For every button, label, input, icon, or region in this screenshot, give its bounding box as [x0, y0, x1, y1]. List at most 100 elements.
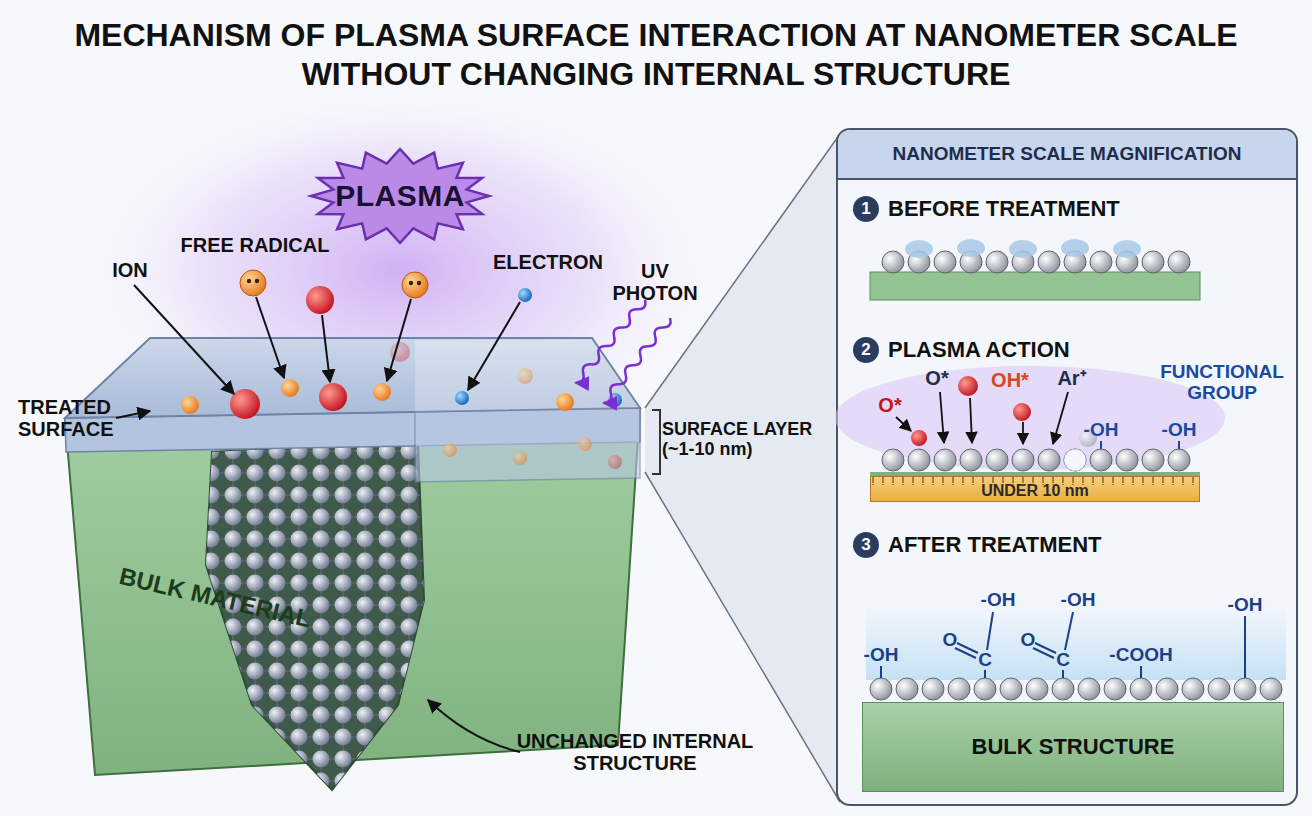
leader-arrow: [1022, 422, 1024, 444]
chem-group: -COOH: [1109, 645, 1172, 666]
bond: [1062, 670, 1064, 678]
leader-arrow: [468, 302, 520, 390]
leader-arrow: [116, 411, 150, 418]
structure-label: UNCHANGED INTERNAL STRUCTURE: [505, 730, 765, 774]
double-bond: [955, 648, 976, 658]
atom-row: [880, 447, 1192, 473]
leader-arrow: [940, 392, 944, 443]
bond: [1178, 441, 1180, 449]
electron-particle: [455, 391, 469, 405]
dimension-label: SURFACE LAYER (~1-10 nm): [662, 420, 837, 460]
radical-dot: [409, 281, 413, 285]
step-number: 1: [853, 196, 879, 222]
hydroxyl-radical: [1013, 403, 1031, 421]
bond: [1100, 441, 1102, 449]
electron-particle: [518, 288, 532, 302]
particle-label: UV PHOTON: [608, 260, 703, 304]
scale-text: UNDER 10 nm: [981, 478, 1089, 500]
callout-number: 2: [861, 340, 870, 360]
modified-layer: [866, 605, 1286, 680]
radical-dot: [417, 281, 421, 285]
chem-group: -OH: [1061, 590, 1096, 611]
embedded-particle: [513, 451, 527, 465]
bond: [987, 612, 993, 650]
radical-particle: [556, 393, 574, 411]
contaminant: [905, 240, 933, 258]
radical-particle: [517, 368, 533, 384]
double-bond: [957, 643, 978, 653]
group-label: -OH: [1084, 420, 1119, 441]
band-text: BULK STRUCTURE: [972, 734, 1175, 760]
double-bond: [1035, 643, 1056, 653]
leader-arrow: [1053, 392, 1068, 444]
chem-atom: O: [943, 630, 958, 651]
radical-particle: [181, 396, 199, 414]
panel-heading: NANOMETER SCALE MAGNIFICATION: [838, 130, 1296, 180]
bond: [1065, 612, 1073, 650]
step-heading: AFTER TREATMENT: [888, 533, 1101, 557]
zoom-wedge: [645, 134, 840, 802]
contaminant: [1113, 240, 1141, 258]
chem-atom: C: [1056, 650, 1070, 671]
chem-group: -OH: [1228, 595, 1263, 616]
treated-surface: [65, 338, 640, 418]
step-number: 2: [853, 337, 879, 363]
radical-particle: [402, 272, 428, 298]
group-label: -OH: [1162, 420, 1197, 441]
zoom-line: [645, 134, 840, 408]
sputtered-site: [1064, 449, 1086, 471]
embedded-particle: [608, 455, 622, 469]
chem-atom: C: [978, 650, 992, 671]
atom-row: [880, 249, 1192, 275]
ion-particle: [306, 286, 334, 314]
oxygen-atom: [911, 430, 927, 446]
bond: [1244, 616, 1246, 678]
radical-particle: [281, 379, 299, 397]
magnification-panel: NANOMETER SCALE MAGNIFICATION 1 2UNDER 10 …: [836, 128, 1298, 806]
surface-label: TREATED SURFACE: [18, 396, 128, 440]
oxygen-atom: [958, 376, 978, 396]
bulk-band: BULK STRUCTURE: [862, 702, 1284, 792]
particle-label: FREE RADICAL: [181, 234, 330, 256]
diagram-title: MECHANISM OF PLASMA SURFACE INTERACTION …: [11, 16, 1301, 94]
leader-arrow: [387, 299, 411, 381]
species-label: Ar⁺: [1057, 367, 1086, 389]
substrate: [870, 272, 1200, 300]
contaminant: [957, 239, 985, 257]
particle-label: ION: [112, 259, 148, 281]
chem-group: -OH: [864, 645, 899, 666]
starburst-shape: [311, 149, 489, 243]
leader-arrow: [134, 285, 234, 394]
bond: [880, 666, 882, 678]
radical-dot: [255, 279, 259, 283]
species-label: O*: [925, 367, 948, 389]
radical-particle: [373, 383, 391, 401]
plasma-starburst: PLASMA: [310, 148, 490, 244]
leader-arrow: [322, 315, 330, 382]
contaminant: [1009, 240, 1037, 258]
step-number: 3: [853, 532, 879, 558]
embedded-particle: [578, 437, 592, 451]
plasma-text: PLASMA: [335, 179, 465, 213]
chem-group: -OH: [981, 590, 1016, 611]
species-label: O*: [878, 394, 901, 416]
radical-particle: [240, 270, 266, 296]
group-label: FUNCTIONAL GROUP: [1152, 362, 1292, 404]
double-bond: [1033, 648, 1054, 658]
leader-arrow: [256, 297, 284, 378]
particle-label: ELECTRON: [493, 251, 603, 273]
scale-ruler: UNDER 10 nm: [870, 476, 1200, 502]
contaminant: [1061, 239, 1089, 257]
ion-particle: [319, 383, 347, 411]
radical-dot: [247, 279, 251, 283]
species-label: OH*: [991, 369, 1029, 391]
chem-atom: O: [1021, 630, 1036, 651]
step-heading: PLASMA ACTION: [888, 338, 1070, 362]
substrate: [870, 472, 1200, 476]
atom-row: [868, 676, 1284, 702]
leader-arrow: [428, 700, 520, 752]
uv-photon: [600, 316, 673, 406]
surface-slab: [415, 408, 640, 482]
